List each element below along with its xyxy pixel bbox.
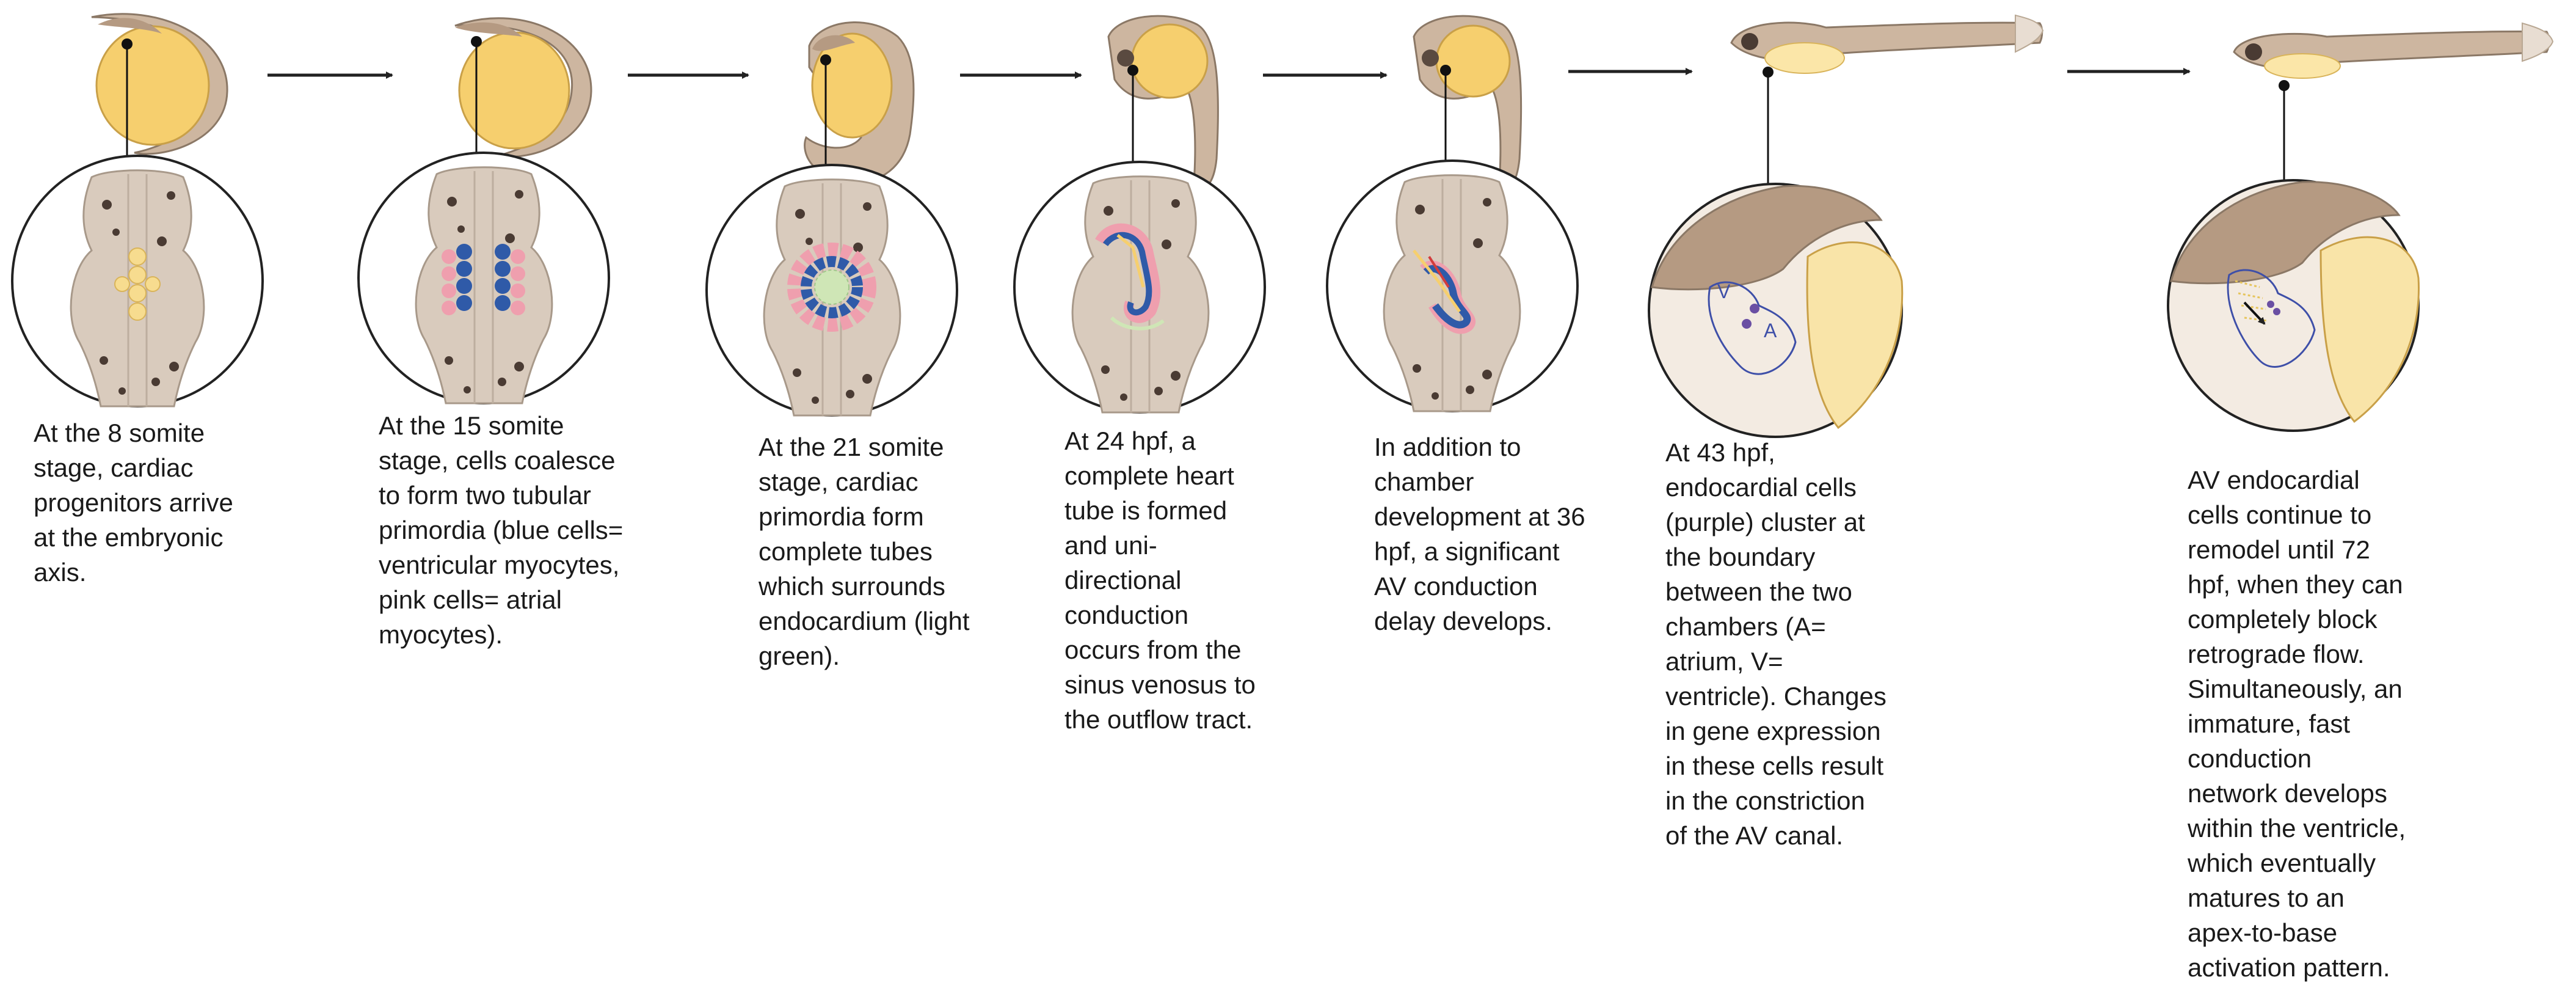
yolk	[1130, 23, 1209, 99]
caption-36-hpf: In addition to chamber development at 36…	[1374, 433, 1585, 635]
inset-72-hpf	[2167, 179, 2420, 432]
endocardial-cluster	[1750, 304, 1759, 313]
larva-72-hpf	[2233, 22, 2554, 79]
conduction-path	[1413, 249, 1461, 313]
caption-15-somite: At the 15 somite stage, cells coalesce t…	[379, 411, 624, 649]
endocardium	[814, 269, 850, 305]
caption-72-hpf: AV endocardial cells continue to remodel…	[2188, 466, 2406, 982]
ventricular-myocytes	[456, 244, 511, 311]
stage-24-hpf	[1013, 15, 1266, 414]
endocardial-cluster	[1742, 319, 1752, 329]
stage-36-hpf	[1326, 15, 1579, 412]
ventricular-ring	[801, 256, 863, 318]
conduction-path	[1116, 234, 1145, 288]
ventricle-outline	[2227, 269, 2316, 368]
ventricle-label: V	[1717, 280, 1731, 302]
larva-43-hpf	[1730, 14, 2044, 74]
heart-tube-outer	[1095, 223, 1161, 323]
yolk	[1435, 24, 1511, 98]
yolk	[95, 25, 210, 146]
embryo-21-somite	[804, 21, 915, 183]
embryo-24-hpf	[1107, 15, 1219, 189]
inset-36-hpf	[1326, 159, 1579, 412]
looping-heart	[1423, 265, 1471, 329]
stage-8-somite	[11, 13, 264, 408]
embryo-8-somite	[91, 13, 228, 155]
yolk	[2264, 53, 2341, 79]
stage-21-somite	[705, 21, 958, 417]
inset-21-somite	[705, 164, 958, 417]
caption-24-hpf: At 24 hpf, a complete heart tube is form…	[1064, 426, 1256, 734]
inset-8-somite	[11, 155, 264, 408]
inset-15-somite	[357, 152, 610, 404]
heart-tube	[1102, 232, 1152, 316]
atrial-myocytes	[442, 249, 525, 315]
atrial-ring	[787, 243, 876, 332]
stage-72-hpf	[2167, 22, 2554, 432]
inset-43-hpf: V A	[1648, 183, 1904, 438]
eye	[1741, 33, 1758, 50]
atrium-label: A	[1764, 320, 1777, 342]
ventricle-outline	[1708, 281, 1797, 375]
stage-43-hpf: V A	[1648, 14, 2044, 438]
yolk	[811, 32, 893, 139]
eye	[1422, 49, 1439, 67]
caption-43-hpf: At 43 hpf, endocardial cells (purple) cl…	[1665, 438, 1887, 850]
inset-24-hpf	[1013, 161, 1266, 414]
caption-21-somite: At the 21 somite stage, cardiac primordi…	[759, 433, 970, 670]
caption-8-somite: At the 8 somite stage, cardiac progenito…	[34, 419, 233, 587]
yolk	[1764, 42, 1845, 74]
eye	[2245, 43, 2262, 60]
embryo-15-somite	[454, 17, 592, 158]
eye	[1117, 49, 1134, 67]
stage-15-somite	[357, 17, 610, 404]
activation-arrow	[2243, 301, 2266, 325]
